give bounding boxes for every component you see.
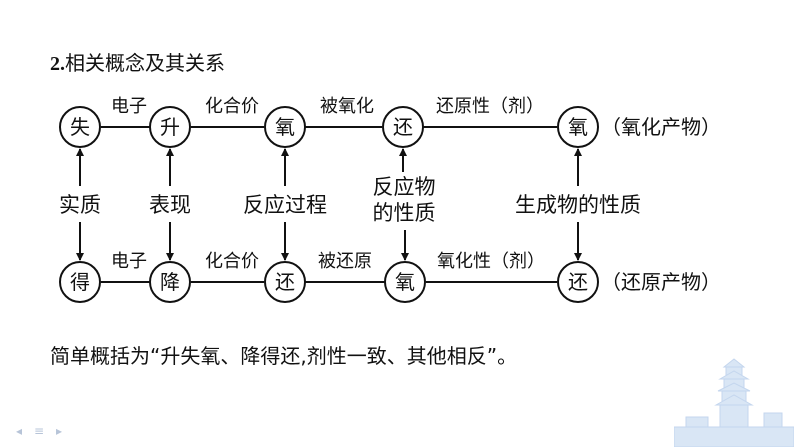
bottom-node-2-label: 降: [160, 270, 180, 294]
top-node-3-label: 氧: [275, 115, 295, 139]
middle-label-reactant-line1: 反应物: [373, 175, 436, 199]
bottom-edge-label-3: 被还原: [318, 251, 372, 272]
middle-label-substance: 实质: [59, 193, 101, 217]
bottom-edge-label-4: 氧化性（剂）: [437, 251, 545, 272]
bottom-node-5-label: 还: [568, 270, 588, 294]
middle-label-process: 反应过程: [243, 193, 327, 217]
top-edge-label-3: 被氧化: [320, 96, 374, 117]
middle-label-reactant-line2: 的性质: [373, 201, 436, 225]
bottom-node-4: 氧: [384, 261, 426, 303]
middle-label-product: 生成物的性质: [515, 193, 641, 217]
top-node-5-label: 氧: [568, 115, 588, 139]
bottom-node-3: 还: [264, 261, 306, 303]
section-heading: 2.相关概念及其关系: [50, 50, 225, 77]
bottom-node-1-label: 得: [70, 270, 90, 294]
summary-text: 简单概括为“升失氧、降得还,剂性一致、其他相反”。: [50, 344, 518, 368]
top-node-2-label: 升: [160, 115, 180, 139]
bottom-edge-label-1: 电子: [111, 251, 147, 272]
top-node-1-label: 失: [70, 115, 90, 139]
list-icon[interactable]: ≡: [33, 424, 45, 438]
bottom-node-1: 得: [59, 261, 101, 303]
bottom-row-tail-label: （还原产物）: [601, 270, 721, 294]
bottom-node-5: 还: [557, 261, 599, 303]
top-node-4-label: 还: [393, 115, 413, 139]
bottom-node-2: 降: [149, 261, 191, 303]
section-number: 2.: [50, 53, 65, 75]
top-node-2: 升: [149, 106, 191, 148]
middle-label-manifestation: 表现: [149, 193, 191, 217]
top-node-3: 氧: [264, 106, 306, 148]
bottom-node-4-label: 氧: [395, 270, 415, 294]
bottom-edge-label-2: 化合价: [205, 251, 259, 272]
top-node-4: 还: [382, 106, 424, 148]
top-node-1: 失: [59, 106, 101, 148]
bottom-node-3-label: 还: [275, 270, 295, 294]
top-edge-label-2: 化合价: [205, 96, 259, 117]
top-node-5: 氧: [557, 106, 599, 148]
tower-decoration-icon: [674, 358, 794, 447]
slide-nav: ◂ ≡ ▸: [12, 424, 66, 438]
top-edge-label-1: 电子: [111, 96, 147, 117]
prev-arrow-icon[interactable]: ◂: [15, 424, 23, 438]
top-row-tail-label: （氧化产物）: [601, 115, 721, 139]
section-title: 相关概念及其关系: [65, 51, 225, 75]
next-arrow-icon[interactable]: ▸: [55, 424, 63, 438]
top-edge-label-4: 还原性（剂）: [436, 96, 544, 117]
